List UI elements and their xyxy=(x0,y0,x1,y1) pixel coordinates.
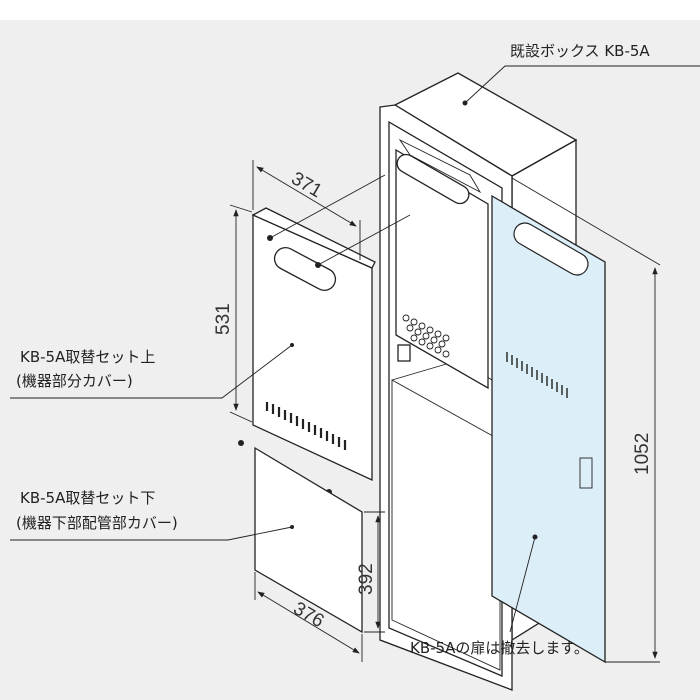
box-door xyxy=(491,194,606,664)
label-door-note: KB-5Aの扉は撤去します。 xyxy=(410,639,589,657)
dimension-lines xyxy=(229,160,661,663)
heater-grille xyxy=(402,314,450,358)
label-existing-box: 既設ボックス KB-5A xyxy=(510,42,650,60)
label-upper-set-desc: (機器部分カバー) xyxy=(16,372,133,390)
dim-box-height: 1052 xyxy=(632,433,653,475)
upper-cover-louvers xyxy=(265,402,347,450)
lower-cover xyxy=(254,446,363,634)
label-lower-set-desc: (機器下部配管部カバー) xyxy=(16,514,178,532)
dim-upper-height: 531 xyxy=(213,303,234,335)
label-lower-set-name: KB-5A取替セット下 xyxy=(20,489,155,507)
door-handle xyxy=(579,457,593,489)
heater-vent xyxy=(396,153,470,205)
label-upper-set-name: KB-5A取替セット上 xyxy=(20,348,155,366)
upper-cover-vent-slot xyxy=(273,247,337,291)
door-vent-slot xyxy=(513,222,589,276)
heater-fitting xyxy=(397,344,411,362)
leader-lines xyxy=(10,65,700,633)
water-heater xyxy=(395,138,489,390)
dim-lower-height: 392 xyxy=(356,563,377,595)
